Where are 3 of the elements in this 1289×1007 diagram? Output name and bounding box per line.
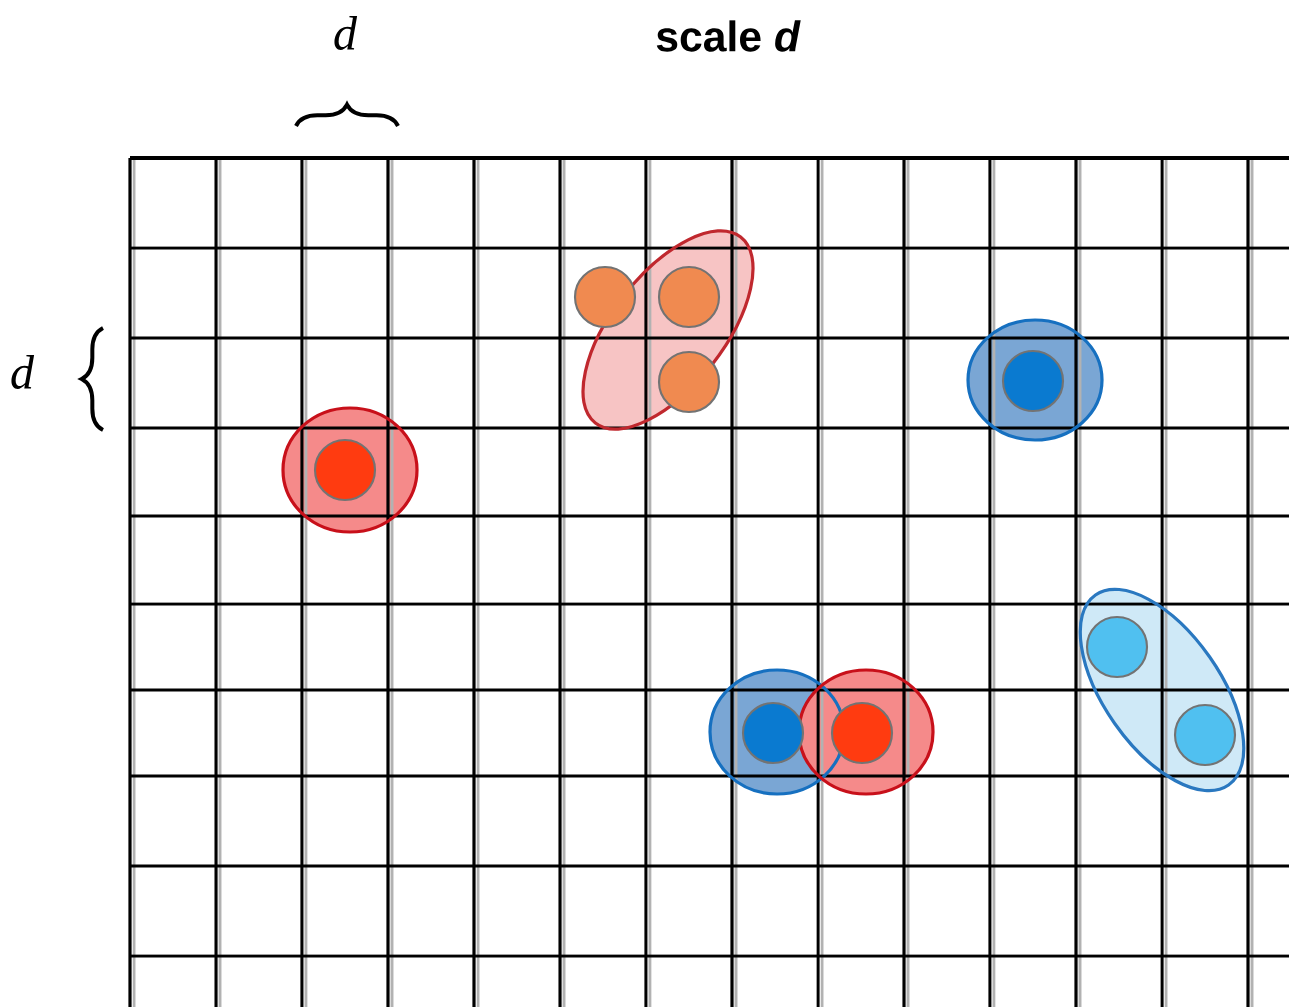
dimension-label: d	[334, 16, 358, 50]
title: scale d	[656, 20, 801, 52]
dimension-label: d	[11, 355, 35, 389]
